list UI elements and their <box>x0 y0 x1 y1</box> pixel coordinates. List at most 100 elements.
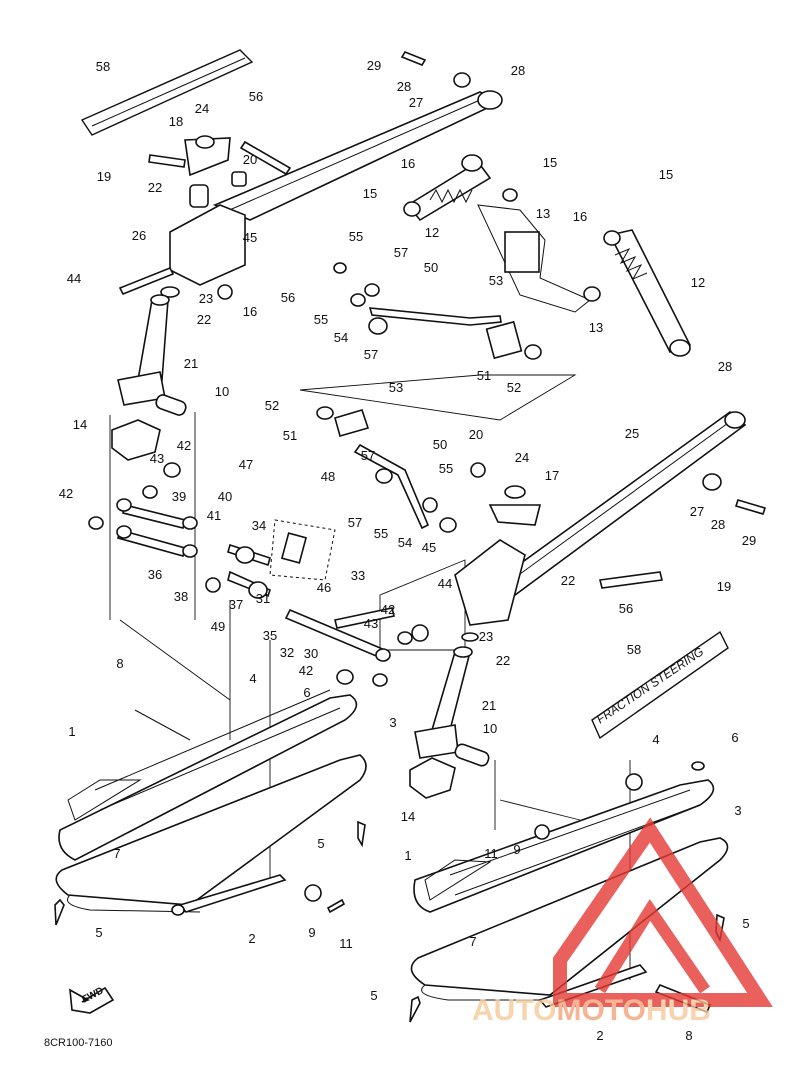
callout-53: 53 <box>489 273 503 288</box>
callout-12: 12 <box>691 275 705 290</box>
callout-20: 20 <box>469 427 483 442</box>
linkage-rods <box>88 462 429 687</box>
callout-30: 30 <box>304 646 318 661</box>
callout-48: 48 <box>321 469 335 484</box>
callout-9: 9 <box>513 842 520 857</box>
callout-2: 2 <box>248 931 255 946</box>
callout-44: 44 <box>438 576 452 591</box>
callout-24: 24 <box>515 450 529 465</box>
watermark-logo: AUTOMOTOHUB <box>472 817 773 1027</box>
diagram-code: 8CR100-7160 <box>44 1037 113 1049</box>
callout-18: 18 <box>169 114 183 129</box>
callout-28: 28 <box>718 359 732 374</box>
steering-arm-lower <box>454 410 767 626</box>
callout-19: 19 <box>717 579 731 594</box>
svg-text:AUTOMOTOHUB: AUTOMOTOHUB <box>472 994 711 1027</box>
callout-43: 43 <box>364 616 378 631</box>
tie-rod-upper <box>333 262 542 360</box>
callout-19: 19 <box>97 169 111 184</box>
callout-57: 57 <box>348 515 362 530</box>
callout-45: 45 <box>243 230 257 245</box>
callout-55: 55 <box>374 526 388 541</box>
callout-20: 20 <box>243 152 257 167</box>
callout-57: 57 <box>364 347 378 362</box>
watermark-part-0: AUTO <box>472 994 556 1027</box>
callout-54: 54 <box>398 535 412 550</box>
callout-40: 40 <box>218 489 232 504</box>
callout-55: 55 <box>314 312 328 327</box>
callout-52: 52 <box>265 398 279 413</box>
callout-5: 5 <box>742 916 749 931</box>
callout-22: 22 <box>148 180 162 195</box>
callout-27: 27 <box>690 504 704 519</box>
callout-27: 27 <box>409 95 423 110</box>
callout-16: 16 <box>243 304 257 319</box>
callout-50: 50 <box>433 437 447 452</box>
callout-44: 44 <box>67 271 81 286</box>
watermark-part-2: HUB <box>646 994 711 1027</box>
callout-23: 23 <box>479 629 493 644</box>
callout-15: 15 <box>659 167 673 182</box>
callout-47: 47 <box>239 457 253 472</box>
callout-38: 38 <box>174 589 188 604</box>
callout-57: 57 <box>361 448 375 463</box>
callout-16: 16 <box>401 156 415 171</box>
fwd-arrow-icon: FWD <box>69 985 115 1014</box>
callout-52: 52 <box>507 380 521 395</box>
callout-21: 21 <box>184 356 198 371</box>
callout-5: 5 <box>370 988 377 1003</box>
callout-28: 28 <box>711 517 725 532</box>
callout-41: 41 <box>207 508 221 523</box>
callout-56: 56 <box>281 290 295 305</box>
callout-3: 3 <box>734 803 741 818</box>
callout-14: 14 <box>73 417 87 432</box>
callout-35: 35 <box>263 628 277 643</box>
callout-36: 36 <box>148 567 162 582</box>
callout-5: 5 <box>95 925 102 940</box>
callout-32: 32 <box>280 645 294 660</box>
callout-55: 55 <box>439 461 453 476</box>
callout-16: 16 <box>573 209 587 224</box>
callout-6: 6 <box>303 685 310 700</box>
callout-28: 28 <box>397 79 411 94</box>
spindle-assembly-upper <box>118 135 292 300</box>
callout-34: 34 <box>252 518 266 533</box>
callout-22: 22 <box>197 312 211 327</box>
steering-column-lower <box>409 632 490 799</box>
shock-mount-bracket <box>477 188 601 313</box>
callout-50: 50 <box>424 260 438 275</box>
callout-1: 1 <box>68 724 75 739</box>
callout-24: 24 <box>195 101 209 116</box>
tie-rod-lower <box>316 406 457 533</box>
callout-10: 10 <box>483 721 497 736</box>
callout-28: 28 <box>511 63 525 78</box>
watermark-part-1: MOTO <box>556 994 645 1027</box>
callout-43: 43 <box>150 451 164 466</box>
callout-33: 33 <box>351 568 365 583</box>
callout-42: 42 <box>177 438 191 453</box>
callout-42: 42 <box>299 663 313 678</box>
callout-45: 45 <box>422 540 436 555</box>
callout-15: 15 <box>543 155 557 170</box>
callout-42: 42 <box>381 602 395 617</box>
callout-14: 14 <box>401 809 415 824</box>
steering-arm-upper <box>212 51 503 221</box>
callout-58: 58 <box>96 59 110 74</box>
callout-29: 29 <box>367 58 381 73</box>
callout-17: 17 <box>545 468 559 483</box>
callout-11: 11 <box>484 846 498 861</box>
callout-6: 6 <box>731 730 738 745</box>
callout-51: 51 <box>477 368 491 383</box>
callout-1: 1 <box>404 848 411 863</box>
callout-9: 9 <box>308 925 315 940</box>
callout-37: 37 <box>229 597 243 612</box>
callout-13: 13 <box>589 320 603 335</box>
callout-39: 39 <box>172 489 186 504</box>
callout-26: 26 <box>132 228 146 243</box>
decal-strip-lower: FRACTION STEERING <box>591 630 729 740</box>
callout-23: 23 <box>199 291 213 306</box>
callout-56: 56 <box>619 601 633 616</box>
